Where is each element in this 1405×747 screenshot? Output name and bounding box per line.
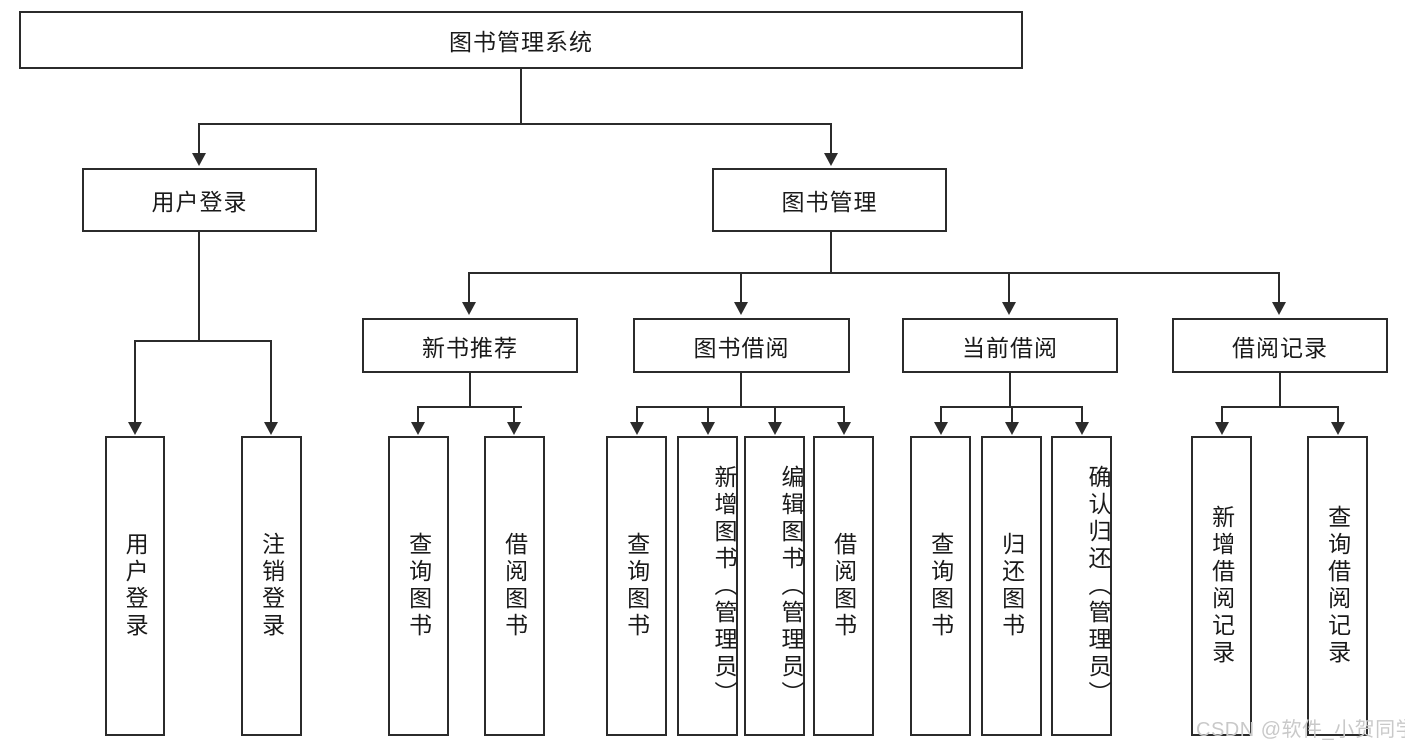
connector-root-stem [520, 69, 522, 123]
connector-root-to-book-management [830, 123, 832, 155]
arrowhead-br-leaf2 [1331, 422, 1345, 435]
arrowhead-cb-leaf3 [1075, 422, 1089, 435]
connector-user-login-stem [198, 232, 200, 342]
arrowhead-bb-leaf3 [768, 422, 782, 435]
node-label: 查询借阅记录 [1324, 505, 1351, 667]
connector-book-management-stem [830, 232, 832, 274]
node-label: 当前借阅 [962, 334, 1058, 361]
node-label: 新书推荐 [422, 334, 518, 361]
leaf-query-book-1[interactable]: 查询图书 [388, 436, 449, 736]
connector-user-login-leaf2 [270, 340, 272, 424]
connector-bb-leaf4 [843, 406, 845, 424]
leaf-query-book-2[interactable]: 查询图书 [606, 436, 667, 736]
connector-root-to-user-login [198, 123, 200, 155]
connector-bm-to-book-borrow [740, 272, 742, 304]
connector-br-leaf1 [1221, 406, 1223, 424]
leaf-query-book-3[interactable]: 查询图书 [910, 436, 971, 736]
arrowhead-bb-leaf1 [630, 422, 644, 435]
node-current-borrow[interactable]: 当前借阅 [902, 318, 1118, 373]
node-label: 新增借阅记录 [1208, 505, 1235, 667]
connector-bb-leaf3 [774, 406, 776, 424]
node-book-borrow[interactable]: 图书借阅 [633, 318, 850, 373]
arrowhead-borrow-record [1272, 302, 1286, 315]
node-label: 新增图书（管理员） [711, 464, 737, 708]
node-label: 图书管理系统 [449, 29, 593, 55]
node-label: 借阅图书 [501, 532, 528, 640]
node-label: 确认归还（管理员） [1085, 464, 1111, 708]
arrowhead-leaf-user-login [128, 422, 142, 435]
leaf-edit-book-admin[interactable]: 编辑图书（管理员） [744, 436, 805, 736]
leaf-confirm-return-admin[interactable]: 确认归还（管理员） [1051, 436, 1112, 736]
node-label: 用户登录 [151, 189, 248, 215]
arrowhead-book-management [824, 153, 838, 166]
connector-user-login-bus [134, 340, 272, 342]
node-label: 查询图书 [927, 532, 954, 640]
arrowhead-br-leaf1 [1215, 422, 1229, 435]
leaf-add-book-admin[interactable]: 新增图书（管理员） [677, 436, 738, 736]
node-label: 注销登录 [258, 532, 285, 640]
arrowhead-book-borrow [734, 302, 748, 315]
connector-bm-to-current-borrow [1008, 272, 1010, 304]
arrowhead-leaf-logout [264, 422, 278, 435]
node-label: 借阅记录 [1232, 334, 1328, 361]
arrowhead-bb-leaf2 [701, 422, 715, 435]
leaf-query-borrow-record[interactable]: 查询借阅记录 [1307, 436, 1368, 736]
connector-book-borrow-stem [740, 373, 742, 408]
connector-cb-leaf2 [1011, 406, 1013, 424]
connector-br-leaf2 [1337, 406, 1339, 424]
node-label: 用户登录 [122, 532, 149, 640]
node-label: 图书借阅 [693, 334, 790, 361]
connector-new-book-leaf2 [513, 406, 515, 424]
connector-root-bus [198, 123, 832, 125]
arrowhead-user-login [192, 153, 206, 166]
node-book-management-system[interactable]: 图书管理系统 [19, 11, 1023, 69]
leaf-add-borrow-record[interactable]: 新增借阅记录 [1191, 436, 1252, 736]
arrowhead-new-book-recommend [462, 302, 476, 315]
arrowhead-nb-leaf2 [507, 422, 521, 435]
arrowhead-bb-leaf4 [837, 422, 851, 435]
connector-current-borrow-stem [1009, 373, 1011, 408]
connector-bb-leaf1 [636, 406, 638, 424]
leaf-logout[interactable]: 注销登录 [241, 436, 302, 736]
connector-cb-leaf1 [940, 406, 942, 424]
node-label: 查询图书 [405, 532, 432, 640]
connector-book-management-bus [468, 272, 1280, 274]
connector-new-book-leaf1 [417, 406, 419, 424]
connector-user-login-leaf1 [134, 340, 136, 424]
connector-bm-to-borrow-record [1278, 272, 1280, 304]
connector-bm-to-new-book [468, 272, 470, 304]
connector-bb-leaf2 [707, 406, 709, 424]
node-user-login[interactable]: 用户登录 [82, 168, 317, 232]
leaf-user-login[interactable]: 用户登录 [105, 436, 165, 736]
node-new-book-recommend[interactable]: 新书推荐 [362, 318, 578, 373]
node-label: 归还图书 [998, 532, 1025, 640]
connector-book-borrow-bus [636, 406, 844, 408]
leaf-borrow-book-2[interactable]: 借阅图书 [813, 436, 874, 736]
node-label: 编辑图书（管理员） [778, 464, 804, 708]
node-book-management[interactable]: 图书管理 [712, 168, 947, 232]
node-label: 查询图书 [623, 532, 650, 640]
connector-cb-leaf3 [1081, 406, 1083, 424]
leaf-borrow-book-1[interactable]: 借阅图书 [484, 436, 545, 736]
connector-borrow-record-stem [1279, 373, 1281, 408]
arrowhead-nb-leaf1 [411, 422, 425, 435]
node-label: 借阅图书 [830, 532, 857, 640]
connector-new-book-bus [417, 406, 522, 408]
connector-borrow-record-bus [1221, 406, 1339, 408]
node-label: 图书管理 [781, 189, 878, 215]
node-borrow-record[interactable]: 借阅记录 [1172, 318, 1388, 373]
arrowhead-current-borrow [1002, 302, 1016, 315]
arrowhead-cb-leaf1 [934, 422, 948, 435]
connector-new-book-stem [469, 373, 471, 408]
leaf-return-book[interactable]: 归还图书 [981, 436, 1042, 736]
arrowhead-cb-leaf2 [1005, 422, 1019, 435]
